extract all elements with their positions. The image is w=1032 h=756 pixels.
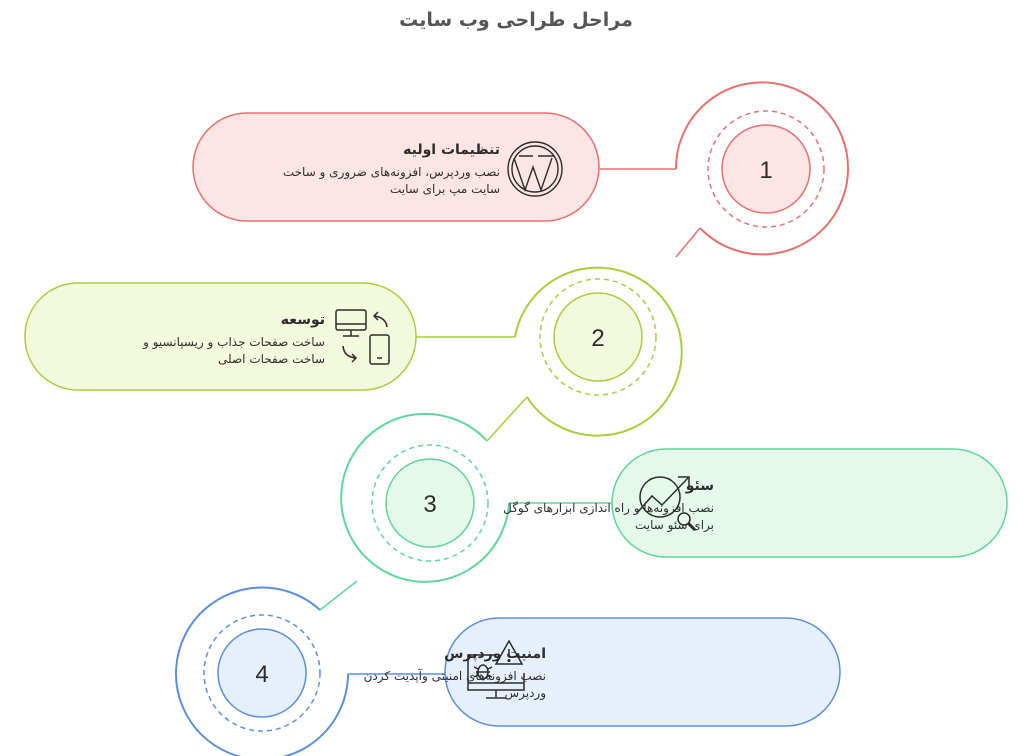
step-2-badge — [553, 292, 643, 382]
step-3-title: سئو — [685, 478, 714, 494]
seo-growth-icon — [636, 476, 697, 532]
step-2-description-line: ساخت صفحات اصلی — [218, 352, 325, 366]
step-2-text: توسعه ساخت صفحات جذاب و ریسپانسیو و ساخت… — [65, 312, 325, 368]
step-4-title: امنیت وردپرس — [444, 646, 546, 662]
step-1-description: نصب وردپرس، افزونه‌های ضروری و ساخت سایت… — [200, 164, 500, 198]
step-4-number: 4 — [255, 661, 268, 688]
step-3-description: نصب افزونه‌ها و راه اندازی ابزارهای گوگل… — [414, 500, 714, 534]
step-4-outer-arc — [175, 586, 349, 756]
step-1-number: 1 — [759, 157, 772, 184]
step-4-dashed-ring — [203, 614, 321, 732]
step-1-badge — [721, 124, 811, 214]
step-1-description-line: سایت مپ برای سایت — [389, 182, 500, 196]
step-1-dashed-ring — [707, 110, 825, 228]
step-3-badge — [385, 458, 475, 548]
step-2-description-line: ساخت صفحات جذاب و ریسپانسیو و — [143, 335, 325, 349]
step-4-description-line: نصب افزونه‌های امنیتی وآپدیت کردن — [363, 669, 546, 683]
step-1-outer-arc — [674, 81, 849, 256]
step-1-card — [192, 112, 600, 222]
step-3-dashed-ring — [371, 444, 489, 562]
step-4-description: نصب افزونه‌های امنیتی وآپدیت کردن وردپرس — [286, 668, 546, 702]
connector-3-4 — [319, 580, 358, 611]
step-2-description: ساخت صفحات جذاب و ریسپانسیو و ساخت صفحات… — [65, 334, 325, 368]
responsive-devices-icon — [335, 309, 390, 365]
step-4-text: امنیت وردپرس نصب افزونه‌های امنیتی وآپدی… — [286, 646, 546, 702]
wordpress-icon — [507, 141, 563, 197]
step-3-text: سئو نصب افزونه‌ها و راه اندازی ابزارهای … — [414, 478, 714, 534]
connector-2-3 — [486, 396, 528, 442]
step-3-card — [611, 448, 1008, 558]
connector-1-2 — [675, 227, 701, 258]
diagram-title: مراحل طراحی وب سایت — [399, 9, 633, 31]
step-1-title: تنظیمات اولیه — [403, 142, 500, 158]
step-1-text: تنظیمات اولیه نصب وردپرس، افزونه‌های ضرو… — [200, 142, 500, 198]
step-1-description-line: نصب وردپرس، افزونه‌های ضروری و ساخت — [282, 165, 500, 179]
step-4-card — [444, 617, 841, 727]
step-4-description-line: وردپرس — [504, 686, 546, 700]
step-2-title: توسعه — [280, 312, 325, 328]
step-2-outer-arc — [514, 266, 683, 437]
step-4-badge — [217, 628, 307, 718]
step-3-outer-arc — [340, 412, 510, 583]
step-2-dashed-ring — [539, 278, 657, 396]
step-3-description-line: برای سئو سایت — [634, 518, 714, 532]
step-3-description-line: نصب افزونه‌ها و راه اندازی ابزارهای گوگل — [503, 501, 714, 515]
step-3-number: 3 — [423, 491, 436, 518]
security-warning-icon — [467, 639, 525, 699]
step-2-card — [24, 282, 417, 391]
step-2-number: 2 — [591, 325, 604, 352]
